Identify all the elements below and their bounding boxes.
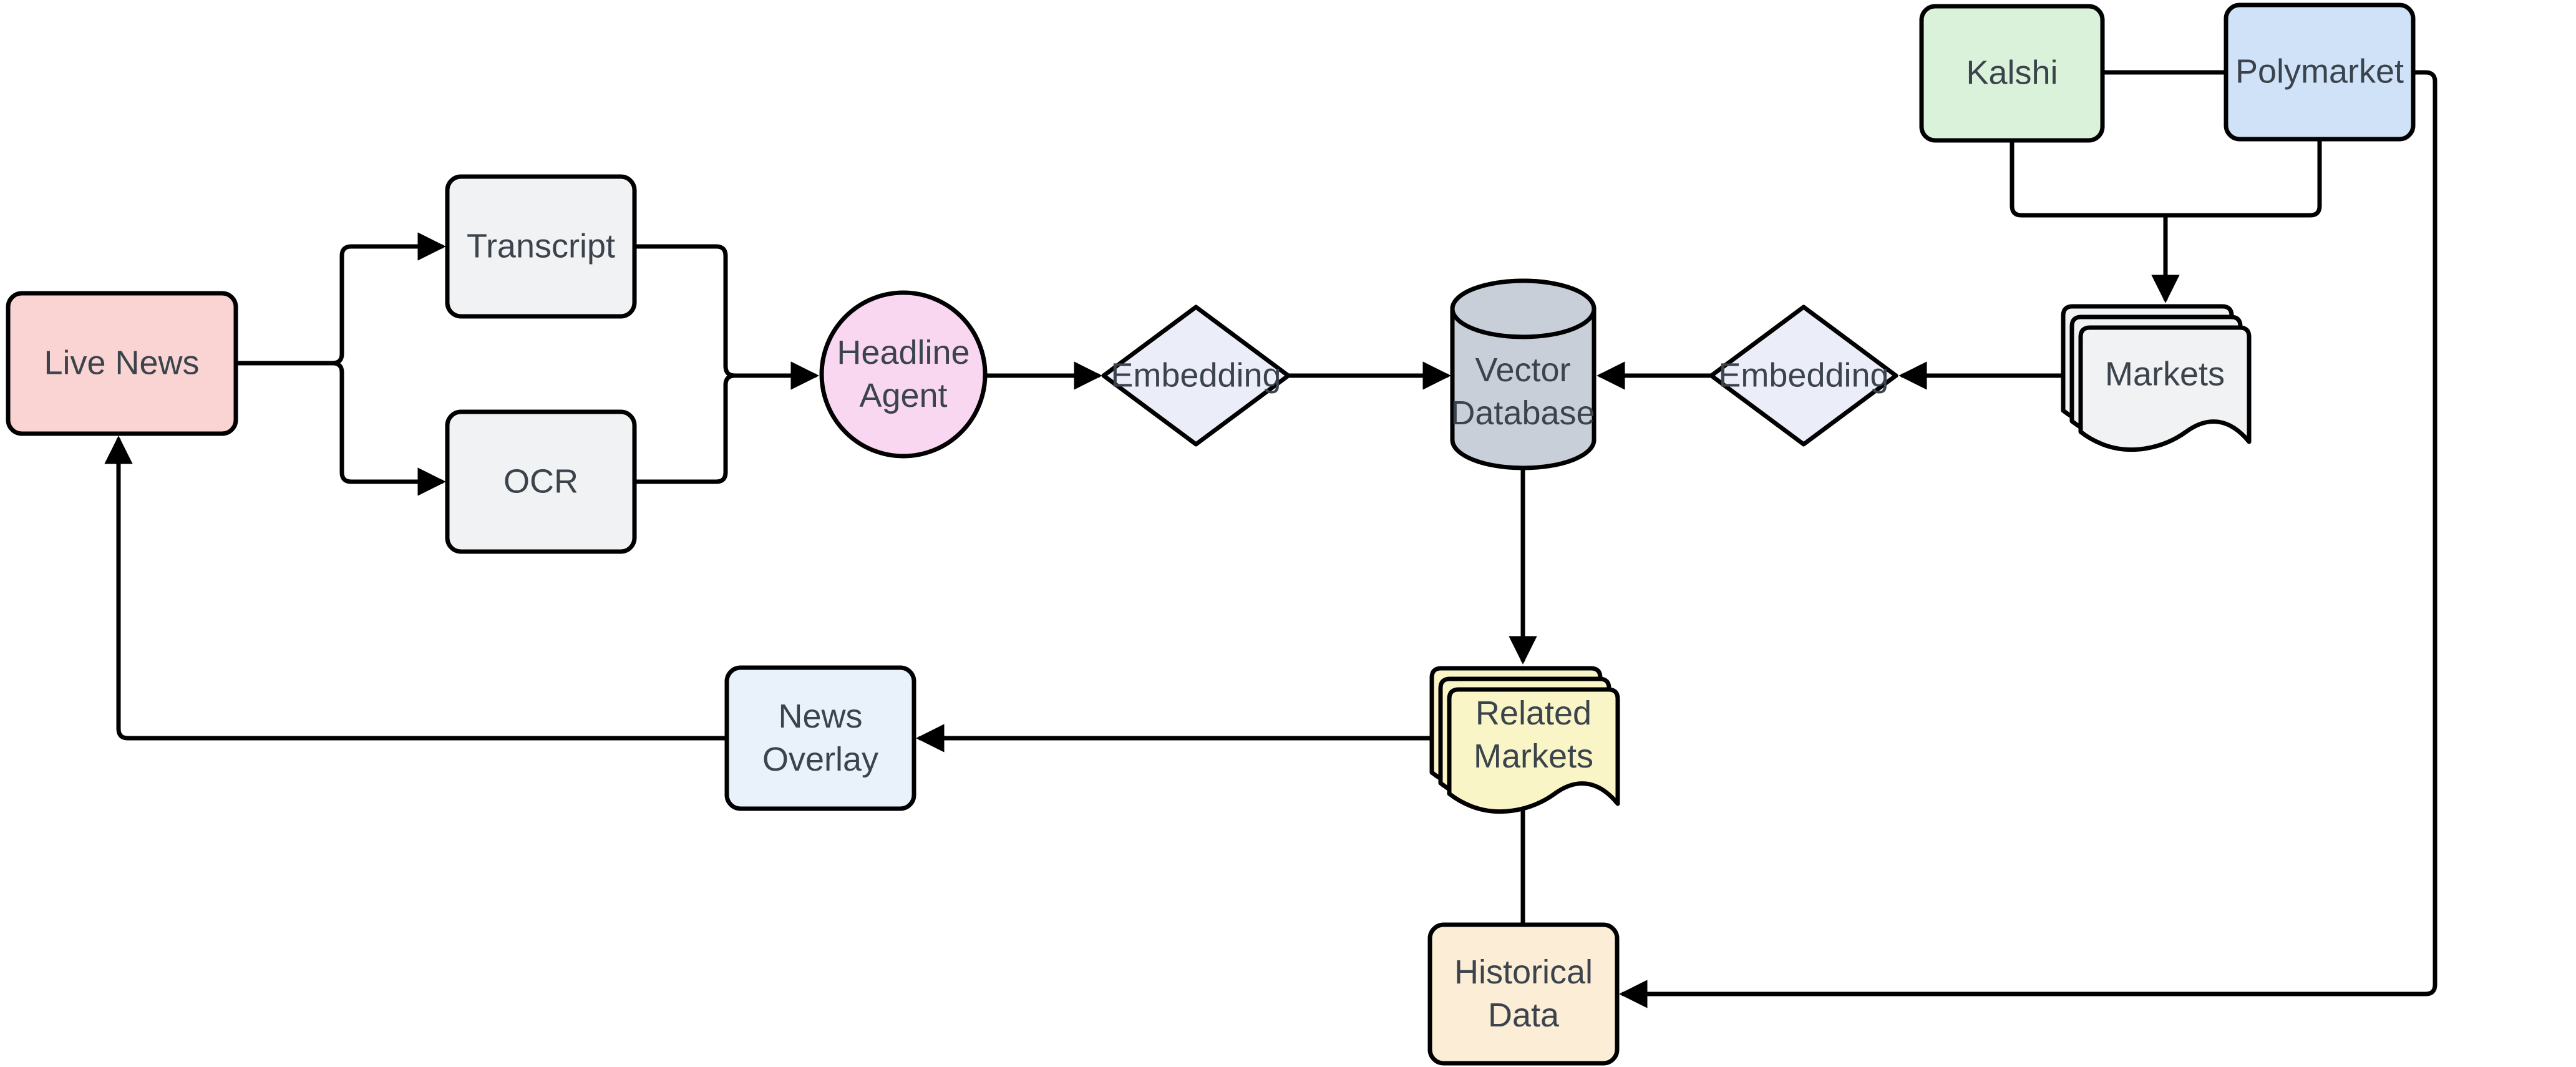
node-live-news[interactable]	[6, 291, 238, 436]
edge-kalshi-branch-down	[2010, 138, 2168, 218]
edge-live-news-to-transcript	[233, 232, 446, 366]
node-ocr[interactable]	[445, 409, 637, 554]
node-embedding-right[interactable]	[1709, 305, 1898, 447]
node-historical-data[interactable]	[1427, 922, 1620, 1066]
related-markets-sheet-front	[1447, 687, 1620, 814]
node-embedding-left[interactable]	[1101, 305, 1291, 447]
edge-polymarket-to-historical-data	[1619, 70, 2437, 1008]
markets-sheet-front	[2078, 325, 2252, 452]
edge-ocr-to-headline-agent	[632, 361, 819, 484]
node-related-markets[interactable]	[1429, 666, 1620, 814]
connectors	[104, 70, 2437, 1008]
cylinder-top-rim	[1450, 278, 1597, 339]
node-polymarket[interactable]	[2224, 2, 2416, 142]
node-vector-database[interactable]	[1450, 278, 1597, 470]
node-kalshi[interactable]	[1919, 4, 2105, 143]
edge-polymarket-branch-down	[2163, 137, 2322, 218]
node-news-overlay[interactable]	[724, 665, 916, 811]
node-markets[interactable]	[2061, 304, 2252, 452]
edge-transcript-to-headline-agent	[632, 244, 819, 390]
edge-live-news-to-ocr	[233, 361, 446, 496]
edge-news-overlay-to-live-news	[104, 436, 729, 741]
node-transcript[interactable]	[445, 174, 637, 319]
node-headline-agent[interactable]	[819, 290, 988, 459]
